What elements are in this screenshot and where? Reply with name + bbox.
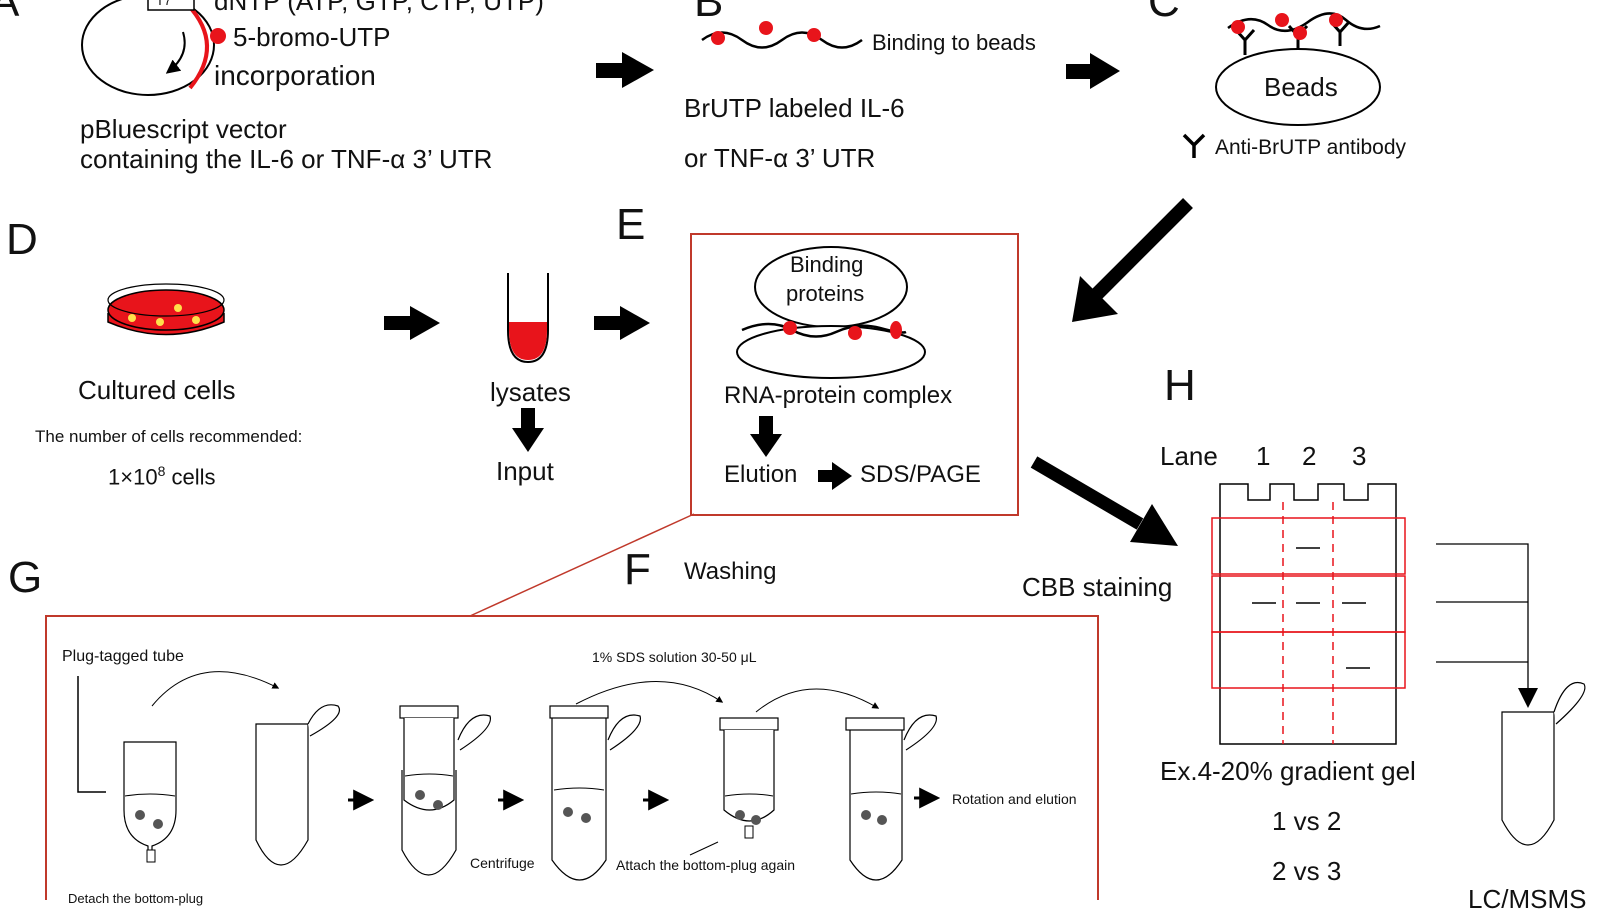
brutp-label-2: or TNF-α 3’ UTR (684, 143, 876, 173)
bromo-utp-dot (210, 28, 226, 44)
lysates-label: lysates (490, 377, 571, 407)
lane-2-label: 2 (1302, 441, 1317, 471)
sds-page-label: SDS/PAGE (860, 461, 981, 488)
panel-b-letter: B (694, 0, 724, 26)
tube-centrifuged (549, 681, 724, 881)
arrow-complex-to-elution (750, 416, 782, 457)
attach-plug-label: Attach the bottom-plug again (616, 857, 796, 873)
culture-dish (107, 283, 225, 336)
rna-protein-complex (736, 246, 926, 379)
lane-3-label: 3 (1352, 441, 1367, 471)
cell-count-exponent: 8 (157, 463, 166, 479)
panel-a-letter: A (0, 0, 20, 26)
beads-with-antibody (1215, 12, 1381, 126)
cbb-staining-label: CBB staining (1022, 572, 1173, 602)
brutp-rna-strand (701, 21, 863, 49)
antibody-legend-icon (1182, 133, 1206, 158)
input-label: Input (496, 456, 554, 486)
cell-count-label: 1×108 cells (108, 464, 215, 488)
binding-proteins-label-2: proteins (786, 281, 865, 306)
dntp-label: dNTP (ATP, GTP, CTP, UTP) (214, 0, 544, 16)
antibody-label: Anti-BrUTP antibody (1215, 136, 1407, 159)
binding-proteins-label-1: Binding (790, 252, 864, 277)
lane-label: Lane (1160, 441, 1218, 471)
vector-label-2: containing the IL-6 or TNF-α 3’ UTR (80, 144, 493, 174)
lcms-label: LC/MSMS (1468, 884, 1587, 914)
binding-to-beads-label: Binding to beads (872, 30, 1036, 55)
panel-g-box (45, 615, 1099, 900)
panel-d-letter: D (6, 215, 38, 264)
arrow-elution-to-sds (818, 462, 852, 490)
cultured-cells-label: Cultured cells (78, 375, 236, 405)
sds-gel (1211, 483, 1406, 745)
tube-with-column (399, 705, 492, 876)
panel-e-letter: E (616, 200, 646, 249)
connector-e-to-g (469, 513, 695, 617)
lcms-tube (1501, 682, 1586, 846)
arrow-lysates-to-e (594, 306, 650, 340)
lane-1-label: 1 (1256, 441, 1271, 471)
t7-promoter-box (147, 0, 195, 11)
band-excision-lines (1436, 543, 1538, 708)
column-reattached (689, 688, 880, 856)
centrifuge-label: Centrifuge (470, 855, 535, 871)
arrow-b-to-c (1066, 53, 1120, 89)
arrow-lysates-to-input (512, 408, 544, 452)
vector-label-1: pBluescript vector (80, 114, 287, 144)
panel-f-letter: F (624, 545, 651, 594)
washing-label: Washing (684, 558, 777, 585)
cells-recommended-label: The number of cells recommended: (35, 427, 303, 446)
detach-plug-label: Detach the bottom-plug (68, 891, 204, 906)
panel-g-letter: G (8, 553, 43, 602)
plug-tagged-tube (77, 671, 280, 863)
brutp-label-1: BrUTP labeled IL-6 (684, 93, 905, 123)
sds-solution-label: 1% SDS solution 30-50 μL (592, 649, 757, 665)
compare-2-vs-3: 2 vs 3 (1272, 856, 1342, 886)
tube-final (845, 714, 938, 881)
plug-tagged-tube-label: Plug-tagged tube (62, 648, 184, 665)
panel-c-letter: C (1148, 0, 1180, 26)
t7-label: T7 (156, 0, 172, 8)
elution-label: Elution (724, 461, 798, 488)
arrow-a-to-b (596, 52, 654, 88)
compare-1-vs-2: 1 vs 2 (1272, 806, 1342, 836)
panel-e-box (690, 233, 1019, 516)
rna-protein-complex-label: RNA-protein complex (724, 382, 953, 409)
cell-count-base: 1×10 (108, 464, 158, 490)
empty-tube-1 (255, 704, 340, 866)
incorporation-label: incorporation (214, 60, 376, 91)
arrow-d-to-lysates (384, 306, 440, 340)
rotation-elution-label: Rotation and elution (952, 791, 1077, 807)
arrow-c-to-e (1072, 198, 1193, 322)
lysate-tube (507, 273, 549, 364)
beads-label: Beads (1264, 72, 1338, 102)
gradient-gel-label: Ex.4-20% gradient gel (1160, 756, 1416, 786)
cell-count-unit: cells (165, 464, 216, 490)
bromo-utp-label: 5-bromo-UTP (233, 22, 391, 52)
plasmid-circle (81, 0, 215, 96)
panel-h-letter: H (1164, 361, 1196, 410)
arrow-e-to-h (1030, 456, 1178, 546)
